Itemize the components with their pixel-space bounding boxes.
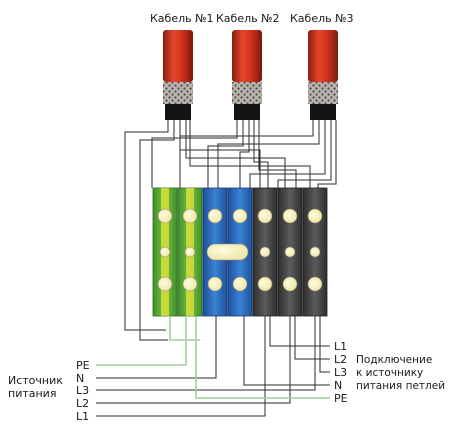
supply-caption-line2: питания <box>8 387 56 400</box>
supply-wires <box>96 316 316 417</box>
cable-2-label: Кабель №2 <box>216 12 280 25</box>
screws-row-3 <box>157 276 323 292</box>
right-l1-label: L1 <box>334 340 347 353</box>
terminal-block <box>152 187 328 317</box>
right-l3-label: L3 <box>334 366 347 379</box>
cable-3-label: Кабель №3 <box>290 12 354 25</box>
left-l1-label: L1 <box>76 410 89 423</box>
cable-1 <box>163 30 193 120</box>
cable-2 <box>232 30 262 120</box>
screws-row-1 <box>157 208 323 224</box>
left-l2-label: L2 <box>76 397 89 410</box>
cable-1-label: Кабель №1 <box>150 12 214 25</box>
cable-3 <box>308 30 338 120</box>
loop-caption-line1: Подключение <box>356 354 432 366</box>
left-l3-label: L3 <box>76 384 89 397</box>
right-pe-label: PE <box>334 392 348 405</box>
left-pe-label: PE <box>76 359 90 372</box>
loop-caption-line3: питания петлей <box>356 380 445 392</box>
left-n-label: N <box>76 372 84 385</box>
bridges-row <box>159 243 321 261</box>
loop-wires <box>169 316 330 399</box>
supply-caption-line1: Источник <box>8 374 63 387</box>
right-n-label: N <box>334 379 342 392</box>
loop-caption-line2: к источнику <box>356 367 423 379</box>
right-l2-label: L2 <box>334 353 347 366</box>
cable-wires <box>124 120 337 341</box>
